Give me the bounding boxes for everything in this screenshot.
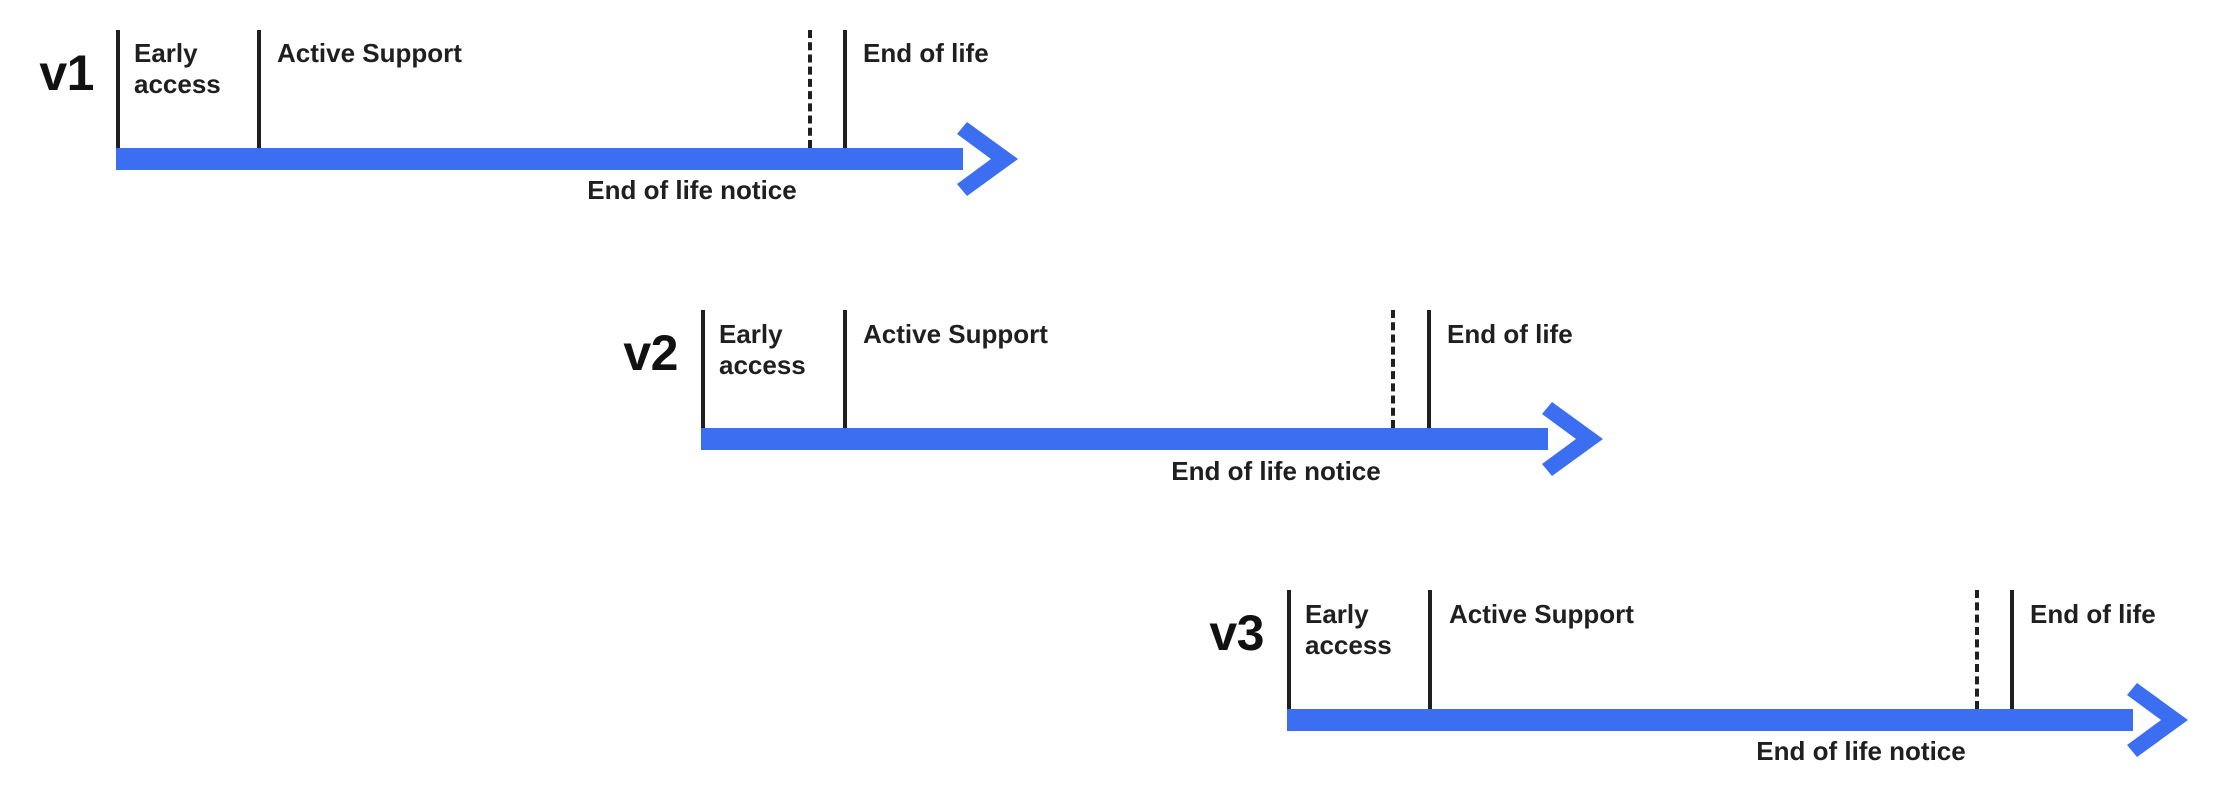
version-label-v1: v1	[39, 45, 94, 101]
phase-divider-v3-3	[2010, 590, 2014, 709]
phase-label-line: access	[719, 349, 806, 380]
lifecycle-bar-v2	[701, 428, 1548, 450]
phase-divider-v1-1	[257, 30, 261, 148]
eol-notice-marker-divider-v3-2	[1975, 590, 1979, 709]
version-label-v3: v3	[1209, 605, 1264, 661]
arrowhead-v3	[2127, 683, 2189, 757]
arrowhead-v1	[957, 122, 1019, 196]
phase-label-end-of-life-v2: End of life	[1447, 319, 1573, 349]
phase-label-line: Early	[134, 38, 198, 68]
eol-notice-marker-divider-v2-2	[1391, 310, 1395, 428]
eol-notice-label-v3: End of life notice	[1756, 736, 1966, 766]
phase-divider-v1-0	[116, 30, 120, 148]
lifecycle-bar-v3	[1287, 709, 2133, 731]
phase-label-active-support-v2: Active Support	[863, 319, 1048, 349]
phase-label-end-of-life-v3: End of life	[2030, 599, 2156, 629]
phase-divider-v2-0	[701, 310, 705, 428]
phase-label-line: access	[1305, 629, 1392, 660]
phase-divider-v2-3	[1427, 310, 1431, 428]
phase-divider-v1-3	[843, 30, 847, 148]
eol-notice-label-v1: End of life notice	[587, 175, 797, 205]
phase-label-active-support-v1: Active Support	[277, 38, 462, 68]
phase-label-end-of-life-v1: End of life	[863, 38, 989, 68]
phase-label-active-support-v3: Active Support	[1449, 599, 1634, 629]
phase-divider-v3-0	[1287, 590, 1291, 709]
phase-label-line: Early	[1305, 599, 1369, 629]
phase-label-line: Early	[719, 319, 783, 349]
eol-notice-label-v2: End of life notice	[1171, 456, 1381, 486]
lifecycle-bar-v1	[116, 148, 963, 170]
phase-divider-v3-1	[1428, 590, 1432, 709]
eol-notice-marker-divider-v1-2	[808, 30, 812, 148]
phase-label-line: access	[134, 68, 221, 99]
arrowhead-v2	[1542, 402, 1604, 476]
phase-divider-v2-1	[843, 310, 847, 428]
version-label-v2: v2	[623, 325, 678, 381]
